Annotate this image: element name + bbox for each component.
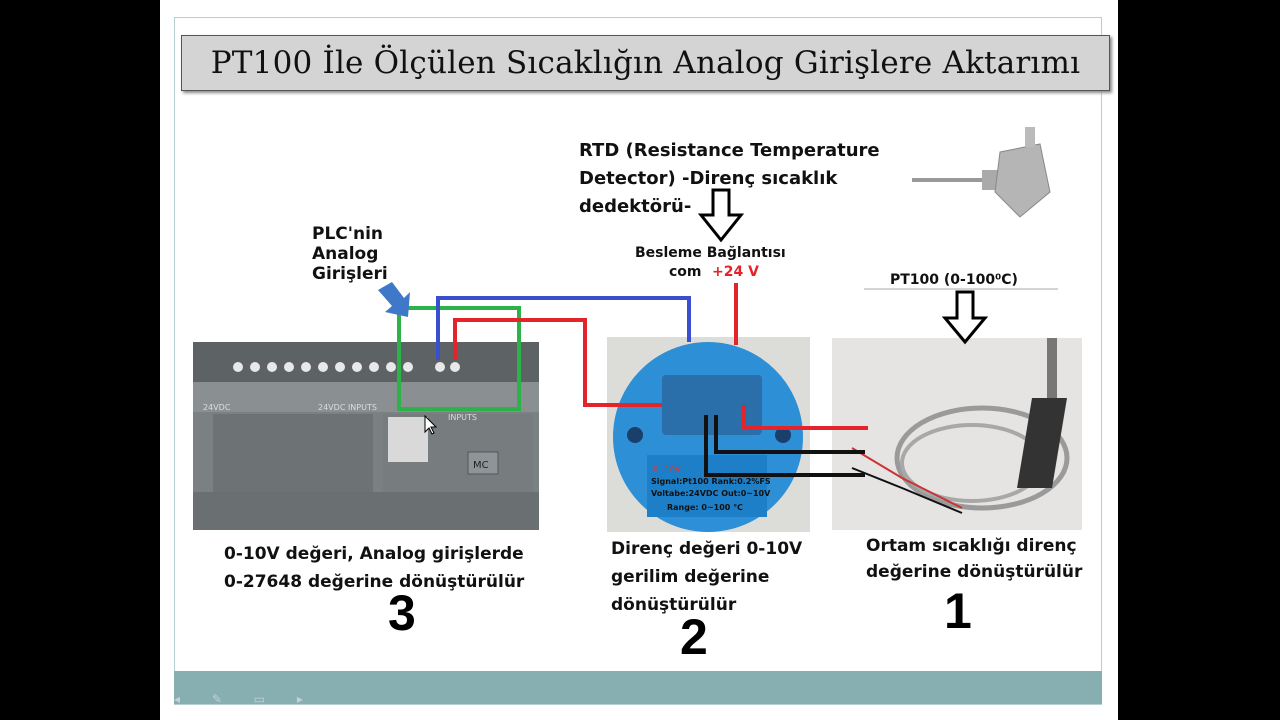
transmitter-photo: 0~10V Signal:Pt100 Rank:0.2%FS Voltabe:2… [607,337,810,532]
plc-analog-line3: Girişleri [312,264,388,284]
step2-number: 2 [680,609,708,665]
supply-plus24-label: +24 V [712,264,759,280]
plc-label-inputs: 24VDC INPUTS [318,403,377,412]
transmitter-voltage: Voltabe:24VDC Out:0~10V [651,489,771,498]
rtd-label: RTD (Resistance Temperature Detector) -D… [579,137,880,221]
pt100-range-label: PT100 (0-100⁰C) [890,272,1018,288]
step2-description: Direnç değeri 0-10V gerilim değerine dön… [611,535,802,619]
plc-label-mc: MC [473,460,489,471]
step3-line1: 0-10V değeri, Analog girişlerde [224,544,524,564]
rtd-head-image [910,122,1060,222]
step1-number: 1 [944,583,972,639]
step2-line1: Direnç değeri 0-10V [611,539,803,559]
plc-label-ai: INPUTS [448,413,477,422]
step2-line2: gerilim değerine [611,567,770,587]
plc-analog-line2: Analog [312,244,379,264]
step3-number: 3 [388,585,416,641]
transmitter-terminal-label: 0~10V [653,465,681,474]
plc-label-24vdc: 24VDC [203,403,231,412]
rtd-label-line3: dedektörü- [579,196,692,217]
rtd-label-line1: RTD (Resistance Temperature [579,140,880,161]
transmitter-range: Range: 0~100 ℃ [667,503,743,512]
slide-bottom-bar [174,671,1102,704]
step1-line1: Ortam sıcaklığı direnç [866,536,1077,556]
supply-com-label: com [669,264,702,280]
step3-description: 0-10V değeri, Analog girişlerde 0-27648 … [224,540,524,596]
pt100-probe-photo [832,338,1082,530]
slide-title: PT100 İle Ölçülen Sıcaklığın Analog Giri… [210,45,1081,81]
plc-photo: 24VDC 24VDC INPUTS INPUTS MC [193,342,539,530]
slideshow-controls[interactable]: ◂ ✎ ▭ ▸ [174,692,317,706]
slide-title-box: PT100 İle Ölçülen Sıcaklığın Analog Giri… [181,35,1110,91]
transmitter-signal: Signal:Pt100 Rank:0.2%FS [651,477,771,486]
rtd-label-line2: Detector) -Direnç sıcaklık [579,168,838,189]
step1-description: Ortam sıcaklığı direnç değerine dönüştür… [866,533,1082,585]
plc-analog-label: PLC'nin Analog Girişleri [312,224,388,284]
plc-analog-line1: PLC'nin [312,224,384,244]
supply-title: Besleme Bağlantısı [635,245,786,261]
step3-line2: 0-27648 değerine dönüştürülür [224,572,525,592]
step2-line3: dönüştürülür [611,595,737,615]
slide-frame [174,17,1102,705]
step1-line2: değerine dönüştürülür [866,562,1083,582]
